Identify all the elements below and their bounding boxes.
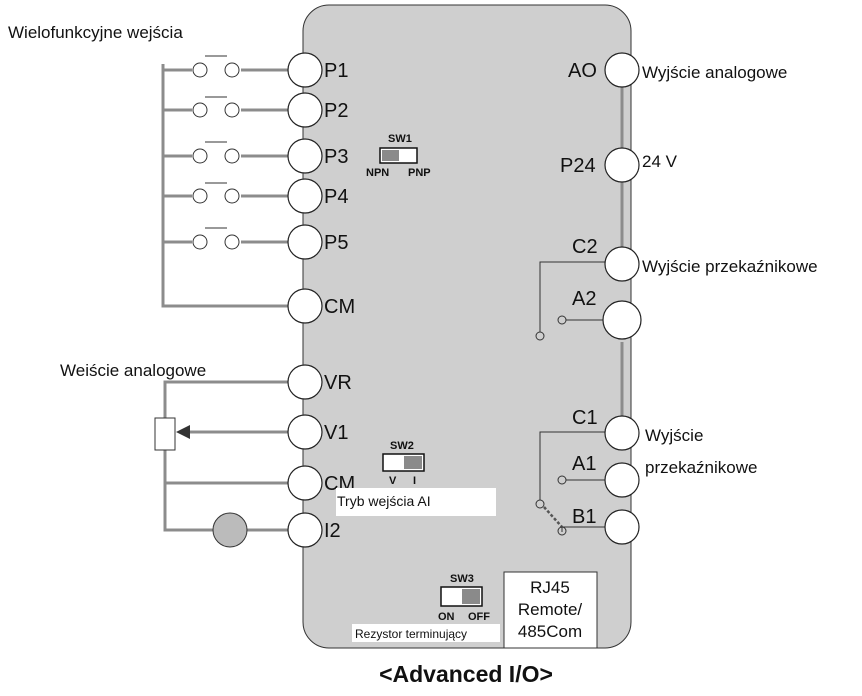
terminal-c2 [604,246,640,282]
rj45-port [503,571,598,649]
v24-label: 24 V [642,152,678,171]
push-button-p1 [192,55,240,78]
relay-output2-label-line1: Wyjście [645,426,703,445]
terminal-p1 [287,52,323,88]
sw2-right-label: I [413,475,416,487]
terminal-label-vr: VR [324,372,352,394]
terminal-p2 [287,92,323,128]
terminal-a1 [604,462,640,498]
rj45-line1: RJ45 [530,578,570,597]
terminal-label-v1: V1 [324,422,348,444]
switch-sw2: SW2 V I [382,440,425,487]
analog-output-label: Wyjście analogowe [642,63,787,82]
terminal-label-i2: I2 [324,520,341,542]
ai-mode-label: Tryb wejścia AI [337,493,431,509]
terminal-cm2 [287,465,323,501]
sw1-right-label: PNP [408,167,431,179]
ai-mode-box [336,488,496,516]
terminal-v1 [287,414,323,450]
analog-input-label: Weiście analogowe [60,361,206,380]
sw3-left-label: ON [438,611,455,623]
terminal-label-c1: C1 [572,407,598,429]
sw3-name: SW3 [450,573,474,585]
sw1-left-label: NPN [366,167,389,179]
multi-inputs-label: Wielofunkcyjne wejścia [8,23,183,42]
terminal-p4 [287,178,323,214]
terminal-label-p3: P3 [324,146,348,168]
terminal-label-p2: P2 [324,100,348,122]
terminal-label-b1: B1 [572,506,596,528]
sw2-left-label: V [389,475,397,487]
digital-input-wiring [161,64,300,308]
output-wiring [535,85,624,536]
push-button-p3 [192,141,240,164]
terminal-c1 [604,415,640,451]
terminal-label-p1: P1 [324,60,348,82]
terminal-label-cm1: CM [324,296,355,318]
potentiometer [154,417,176,451]
push-button-p4 [192,182,240,204]
relay-output-label: Wyjście przekaźnikowe [642,257,818,276]
rj45-line2: Remote/ [518,600,583,619]
terminal-p24 [604,147,640,183]
switch-sw3: SW3 ON OFF [438,573,490,623]
switch-sw1: SW1 NPN PNP [366,133,431,179]
push-button-p2 [192,96,240,118]
analog-input-wiring [163,380,300,532]
sw3-right-label: OFF [468,611,490,623]
terminal-label-a1: A1 [572,453,596,475]
rj45-line3: 485Com [518,622,582,641]
diagram-title: <Advanced I/O> [379,661,553,687]
terminal-label-p4: P4 [324,186,348,208]
terminal-p5 [287,224,323,260]
terminal-label-p24: P24 [560,155,596,177]
terminal-i2 [287,512,323,548]
control-board [302,4,632,649]
terminal-p3 [287,138,323,174]
sw2-name: SW2 [390,440,414,452]
push-button-p5 [192,227,240,250]
relay-output2-label-line2: przekaźnikowe [645,458,757,477]
terminal-cm1 [287,288,323,324]
terminal-label-c2: C2 [572,236,598,258]
sw1-name: SW1 [388,133,412,145]
terminator-box [352,624,500,642]
terminator-label: Rezystor terminujący [355,627,467,641]
terminal-a2 [602,300,642,340]
terminal-b1 [604,509,640,545]
terminal-ao [604,52,640,88]
terminal-vr [287,364,323,400]
terminal-label-p5: P5 [324,232,348,254]
terminal-label-ao: AO [568,60,597,82]
current-source [212,512,248,548]
terminal-label-a2: A2 [572,288,596,310]
